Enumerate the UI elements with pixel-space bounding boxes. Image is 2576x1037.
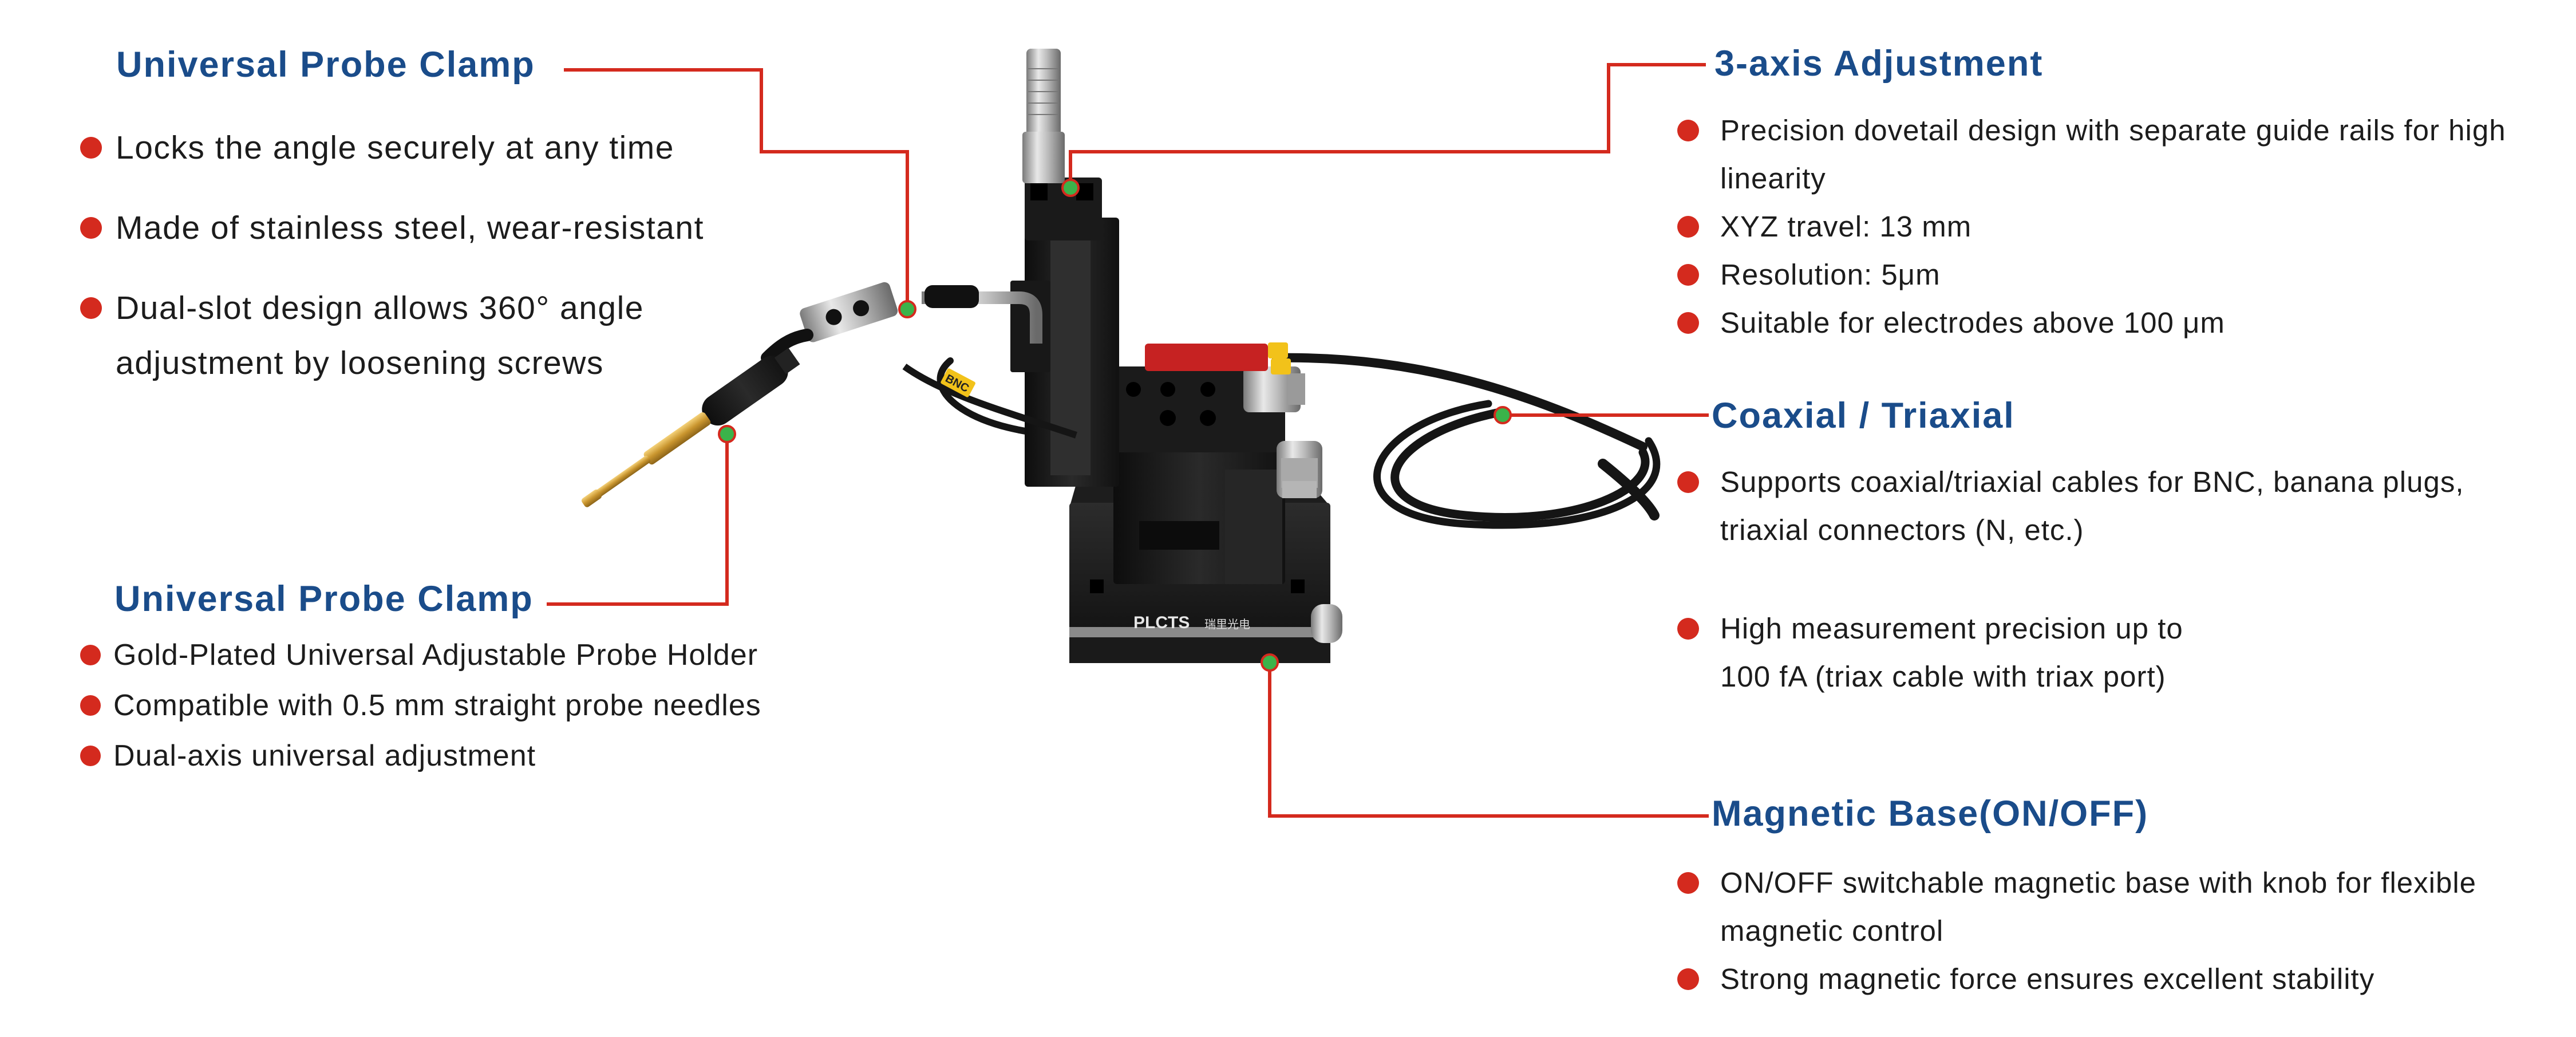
probe-clamp-bottom-title: Universal Probe Clamp xyxy=(114,579,534,619)
marker-clamp-top xyxy=(898,300,916,318)
triaxial-cable xyxy=(937,353,1661,529)
probe-clamp-bottom-list: Gold-Plated Universal Adjustable Probe H… xyxy=(80,630,939,781)
list-item: Compatible with 0.5 mm straight probe ne… xyxy=(80,680,939,731)
list-item: High measurement precision up to 100 fA … xyxy=(1677,605,2224,701)
leader-lines xyxy=(547,63,1709,818)
leader-probe-clamp-bottom xyxy=(547,432,729,606)
axis-adjustment-list: Precision dovetail design with separate … xyxy=(1677,107,2536,347)
bullet-dot xyxy=(1677,120,1699,141)
list-item: Gold-Plated Universal Adjustable Probe H… xyxy=(80,630,939,680)
coaxial-title: Coaxial / Triaxial xyxy=(1712,396,2015,436)
bullet-dot xyxy=(80,695,101,716)
bullet-dot xyxy=(1677,264,1699,286)
list-item: XYZ travel: 13 mm xyxy=(1677,203,2536,251)
list-item: Precision dovetail design with separate … xyxy=(1677,107,2536,203)
list-item: Dual-slot design allows 360° angle adjus… xyxy=(80,281,774,391)
leader-probe-clamp-top xyxy=(564,68,909,307)
z-axis-tower xyxy=(1010,49,1119,487)
bullet-dot xyxy=(80,645,101,665)
list-item: Suitable for electrodes above 100 μm xyxy=(1677,299,2536,347)
bullet-dot xyxy=(1677,471,1699,493)
list-item: Dual-axis universal adjustment xyxy=(80,731,939,781)
magnetic-base-list: ON/OFF switchable magnetic base with kno… xyxy=(1677,859,2507,1003)
bullet-dot xyxy=(1677,312,1699,334)
leader-3-axis xyxy=(1069,63,1706,189)
marker-3-axis xyxy=(1061,179,1080,197)
marker-magnetic-base xyxy=(1261,653,1279,672)
marker-coaxial xyxy=(1494,406,1512,424)
bullet-dot xyxy=(1677,872,1699,894)
base-knob xyxy=(1311,604,1342,643)
probe-clamp-top-title: Universal Probe Clamp xyxy=(116,45,535,85)
list-item: Resolution: 5μm xyxy=(1677,251,2536,299)
axis-adjustment-title: 3-axis Adjustment xyxy=(1714,44,2044,84)
list-item: Strong magnetic force ensures excellent … xyxy=(1677,955,2507,1003)
brand-label-cn: 瑞里光电 xyxy=(1204,617,1250,631)
brand-label: PLCTS xyxy=(1133,613,1190,632)
bullet-dot xyxy=(1677,216,1699,238)
list-item: Supports coaxial/triaxial cables for BNC… xyxy=(1677,458,2536,554)
list-item: ON/OFF switchable magnetic base with kno… xyxy=(1677,859,2507,955)
coaxial-list: Supports coaxial/triaxial cables for BNC… xyxy=(1677,458,2536,701)
magnetic-base-title: Magnetic Base(ON/OFF) xyxy=(1712,794,2149,834)
bullet-dot xyxy=(80,137,102,159)
bullet-dot xyxy=(80,746,101,766)
marker-clamp-bottom xyxy=(718,425,736,443)
list-item: Made of stainless steel, wear-resistant xyxy=(80,200,796,255)
bullet-dot xyxy=(1677,968,1699,990)
probe-clamp-top-list: Locks the angle securely at any time Mad… xyxy=(80,120,796,391)
bullet-dot xyxy=(80,297,102,319)
list-item: Locks the angle securely at any time xyxy=(80,120,796,175)
xy-stage xyxy=(1113,342,1322,584)
bullet-dot xyxy=(80,217,102,239)
leader-magnetic-base xyxy=(1268,663,1709,818)
bullet-dot xyxy=(1677,618,1699,640)
probe-arm: BNC xyxy=(581,282,1077,507)
marker-dots xyxy=(718,179,1512,672)
